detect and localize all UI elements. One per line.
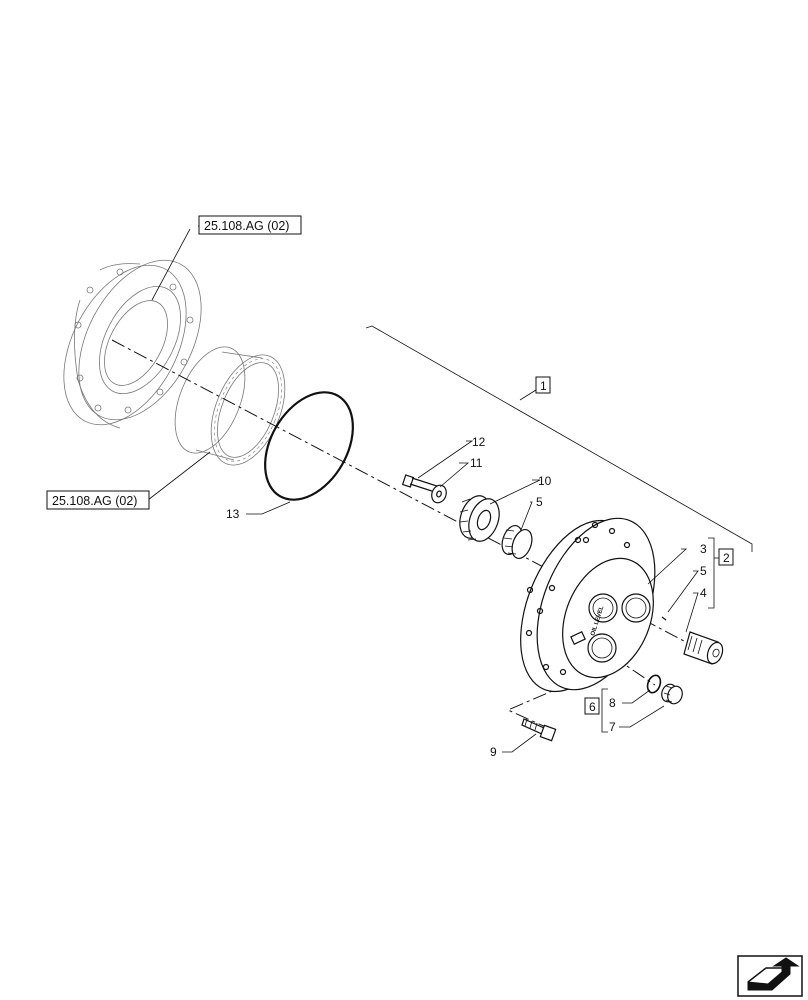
plug-7 bbox=[661, 683, 683, 705]
callout-9: 9 bbox=[490, 745, 497, 759]
washer-11 bbox=[431, 484, 447, 504]
callout-8: 8 bbox=[609, 696, 616, 710]
callout-10: 10 bbox=[538, 474, 552, 488]
group-6-bracket bbox=[601, 688, 608, 733]
callout-11: 11 bbox=[470, 456, 483, 470]
next-page-arrow-icon[interactable] bbox=[737, 955, 803, 997]
callout-13: 13 bbox=[226, 507, 240, 521]
assembly-axis bbox=[111, 339, 721, 661]
reference-box-lower[interactable] bbox=[46, 490, 150, 510]
reference-box-upper[interactable] bbox=[198, 215, 302, 235]
group-label-6: 6 bbox=[589, 700, 596, 714]
group-label-2: 2 bbox=[723, 551, 730, 565]
callout-7: 7 bbox=[609, 720, 616, 734]
reference-label-upper[interactable]: 25.108.AG (02) bbox=[204, 219, 289, 233]
group-label-1: 1 bbox=[540, 379, 547, 393]
callout-5-pin: 5 bbox=[700, 564, 707, 578]
group-box-2 bbox=[718, 548, 734, 566]
o-ring-13 bbox=[264, 391, 354, 501]
callout-12: 12 bbox=[472, 435, 486, 449]
pin-5 bbox=[661, 616, 667, 621]
gear-10 bbox=[459, 495, 500, 542]
group-box-1 bbox=[535, 376, 551, 394]
group-2-bracket bbox=[708, 537, 715, 609]
group-1-bracket bbox=[365, 325, 753, 552]
callout-5-gear: 5 bbox=[536, 495, 543, 509]
leader-lines bbox=[147, 225, 699, 753]
callout-4: 4 bbox=[700, 586, 707, 600]
hub-housing-part bbox=[63, 259, 202, 429]
shaft-4 bbox=[683, 631, 724, 665]
bolt-9 bbox=[521, 718, 557, 742]
ring-gear-part bbox=[174, 346, 286, 466]
planet-carrier-housing-3: OIL LEVEL bbox=[520, 517, 656, 693]
o-ring-8 bbox=[646, 674, 662, 694]
reference-label-lower[interactable]: 25.108.AG (02) bbox=[52, 494, 137, 508]
group-box-6 bbox=[584, 697, 600, 715]
callout-3: 3 bbox=[700, 542, 707, 556]
gear-5 bbox=[501, 524, 533, 560]
